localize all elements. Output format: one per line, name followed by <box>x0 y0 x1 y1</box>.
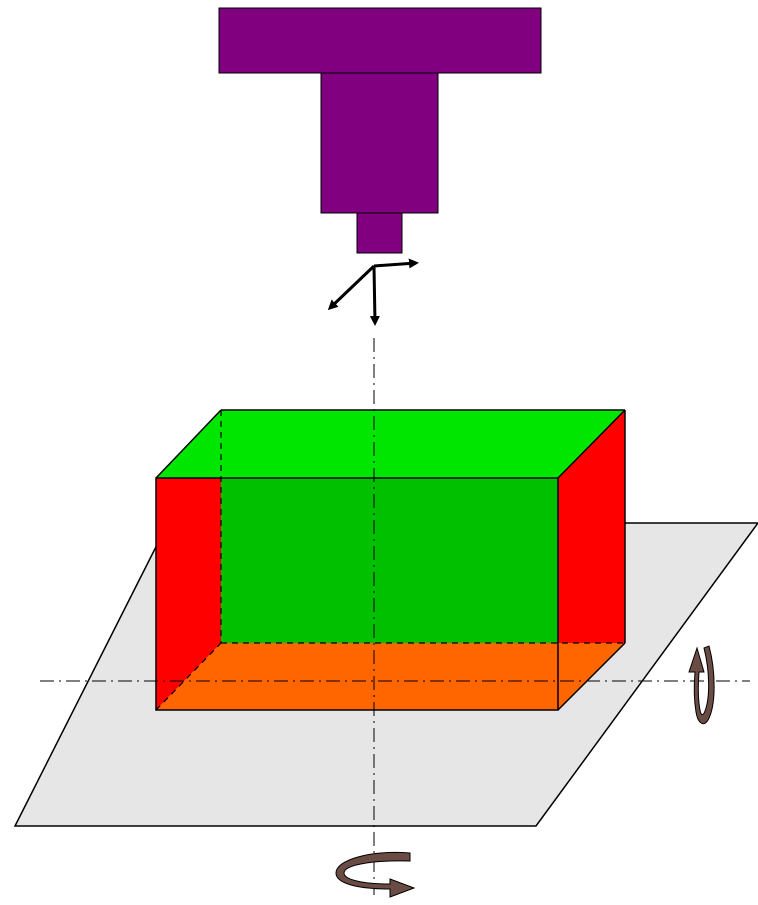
axis-y-arrow <box>327 264 376 311</box>
box-bottom-face <box>156 643 625 710</box>
spindle-body <box>320 72 439 214</box>
box-right-face <box>558 410 625 710</box>
spindle-tool <box>356 212 403 254</box>
rotate-around-horizontal-axis-icon <box>688 645 715 725</box>
box-edge <box>557 409 626 479</box>
spindle <box>218 7 542 254</box>
box-front-edge <box>155 477 559 711</box>
box-edge <box>155 409 222 479</box>
workpiece-box <box>155 409 626 711</box>
box-hidden-edge <box>155 642 222 711</box>
box-left-face <box>156 410 221 710</box>
axis-x-arrow <box>373 258 419 269</box>
box-edge <box>557 642 626 711</box>
axis-z-arrow <box>369 265 380 326</box>
spindle-head <box>218 7 542 74</box>
box-back-face <box>221 478 558 643</box>
box-top-face <box>156 410 625 478</box>
rotate-around-vertical-axis-icon <box>335 851 416 898</box>
xyz-axes-icon <box>327 258 419 326</box>
